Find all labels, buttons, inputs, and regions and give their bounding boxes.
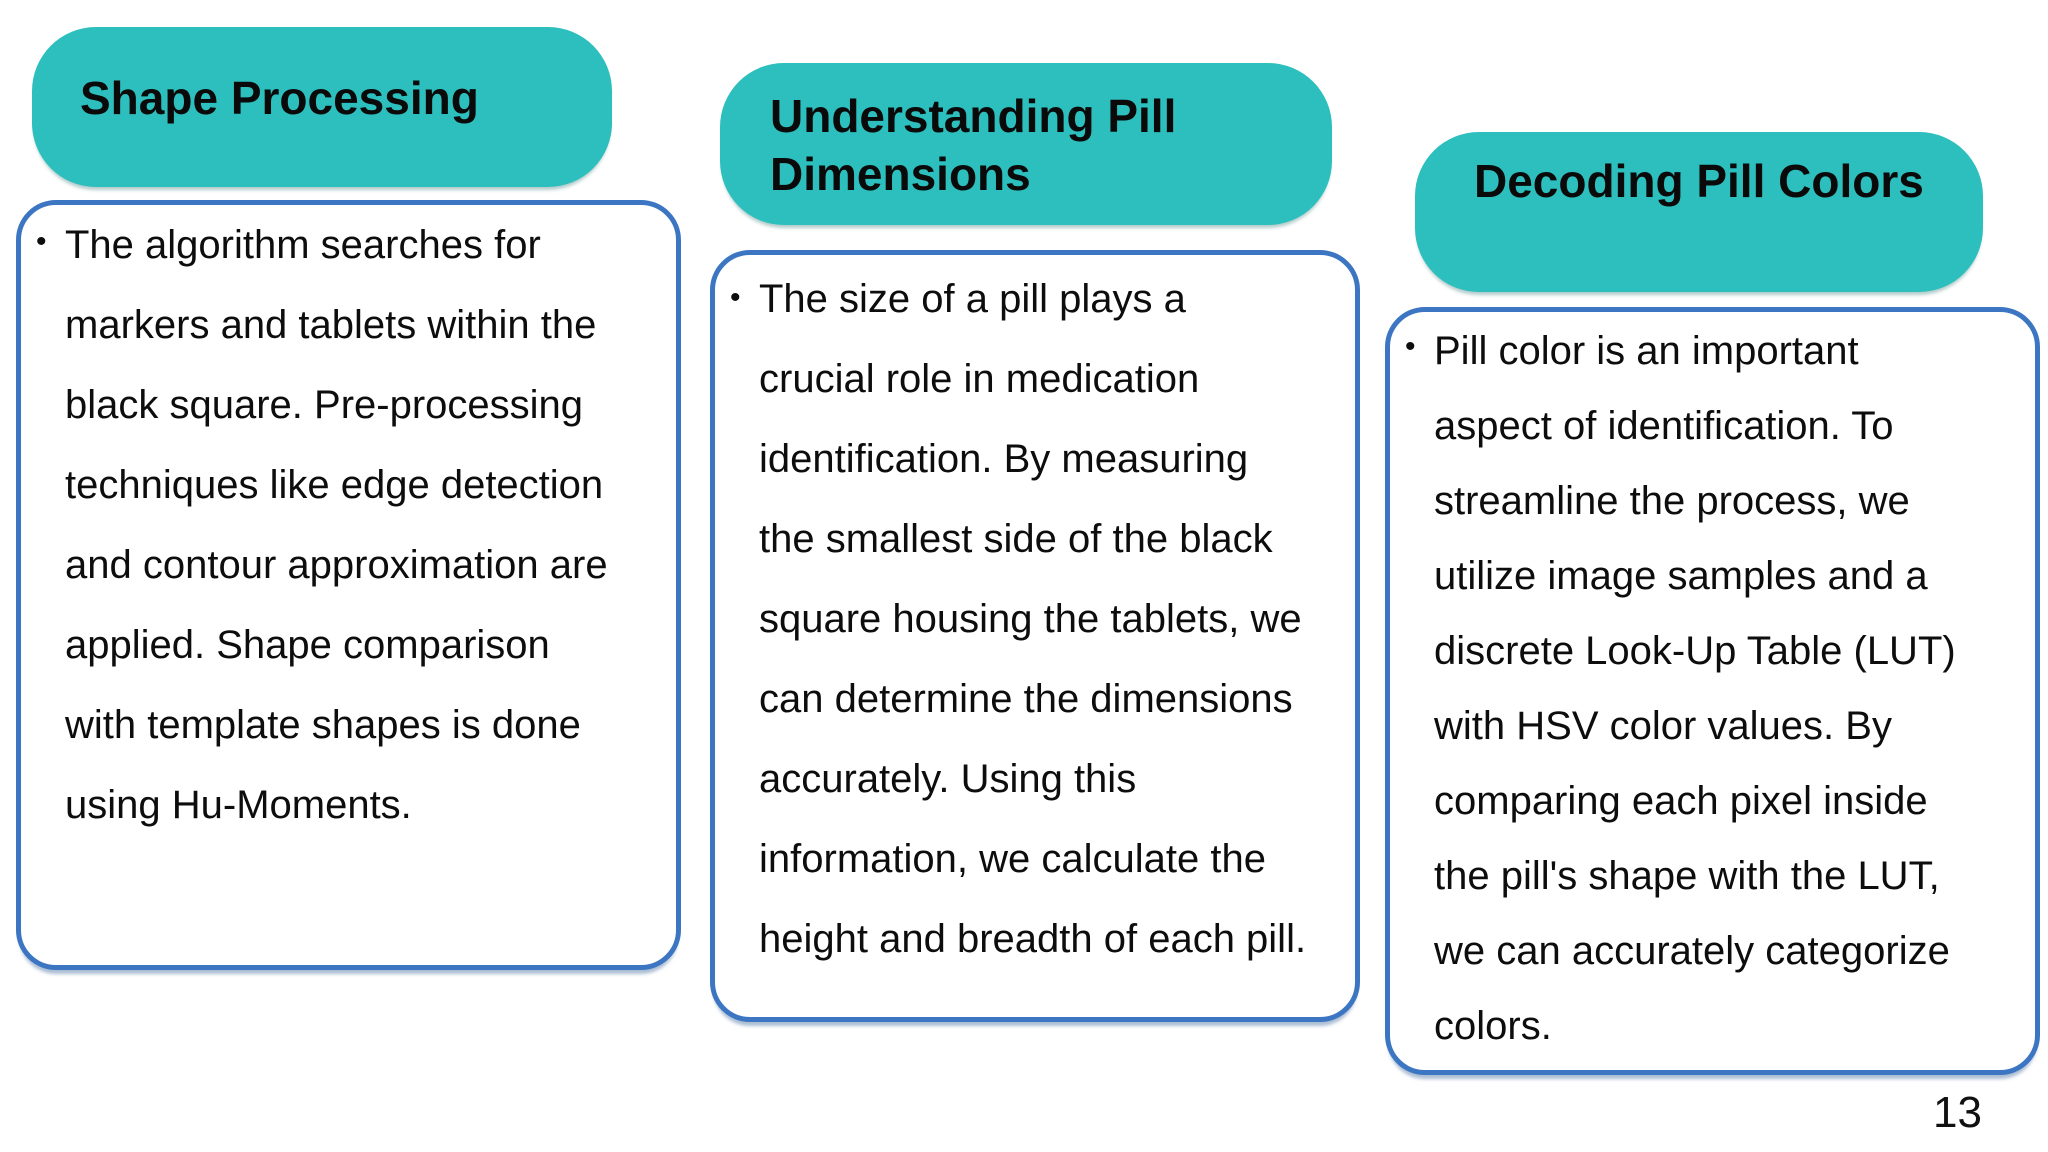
body-text-pill-dimensions: The size of a pill plays a crucial role … [759,277,1307,961]
body-text-pill-colors: Pill color is an important aspect of ide… [1434,329,1956,1048]
header-pill-shape-processing: Shape Processing [32,27,612,187]
body-box-pill-dimensions: • The size of a pill plays a crucial rol… [710,250,1360,1022]
bullet-marker: • [1405,330,1416,363]
header-pill-pill-colors: Decoding Pill Colors [1415,132,1983,292]
header-label-shape-processing: Shape Processing [80,72,479,124]
bullet-marker: • [730,281,741,314]
header-label-pill-dimensions: Understanding Pill Dimensions [770,90,1177,200]
body-text-shape-processing: The algorithm searches for markers and t… [65,223,608,827]
page-number: 13 [1933,1088,1982,1137]
body-box-shape-processing: • The algorithm searches for markers and… [16,200,681,970]
bullet-marker: • [36,225,47,258]
body-box-pill-colors: • Pill color is an important aspect of i… [1385,307,2040,1075]
header-pill-pill-dimensions: Understanding Pill Dimensions [720,63,1332,225]
header-label-pill-colors: Decoding Pill Colors [1474,155,1924,207]
